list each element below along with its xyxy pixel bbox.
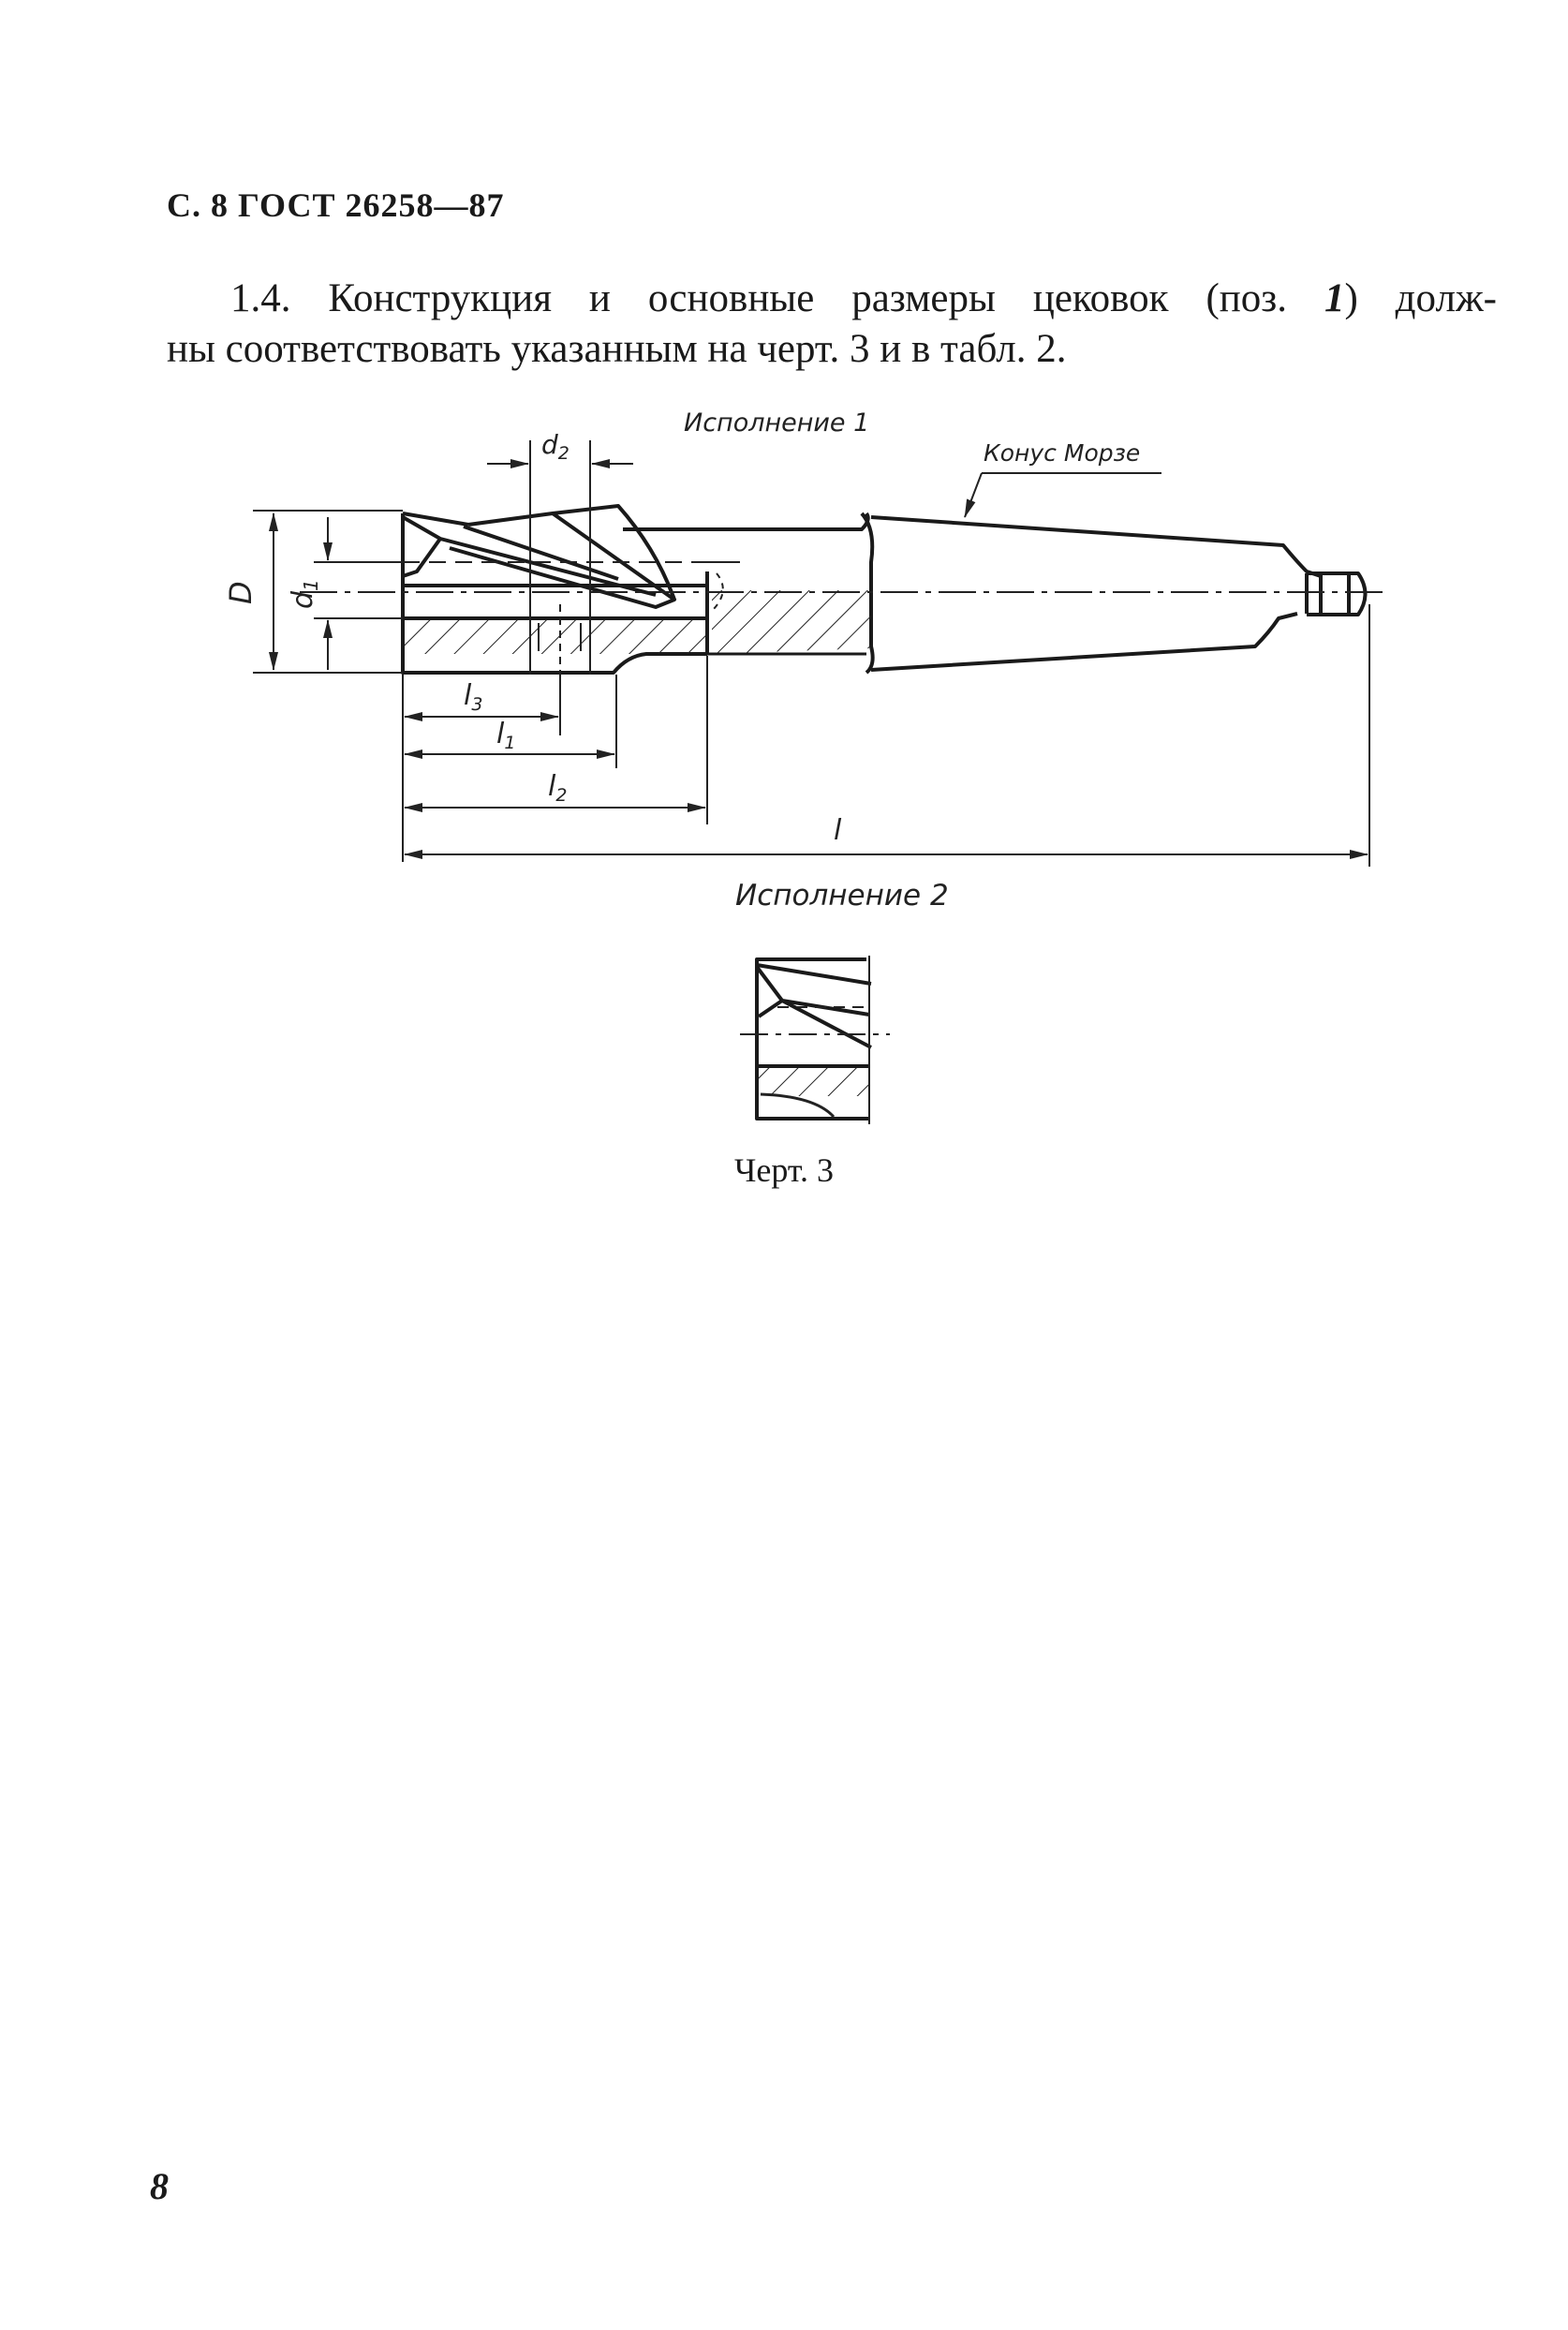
position-reference: 1 (1324, 276, 1345, 320)
dim-D-label: D (223, 581, 259, 604)
variant-2-hatch (759, 1068, 869, 1096)
dim-l2 (404, 656, 708, 824)
variant-1-title: Исполнение 1 (684, 408, 869, 438)
page-number: 8 (150, 2165, 169, 2207)
page-header: С. 8 ГОСТ 26258—87 (167, 186, 505, 224)
dim-d1 (314, 517, 403, 670)
dim-l2-label: l2 (548, 770, 567, 806)
tool-outline (401, 504, 1368, 675)
dim-l3-label: l3 (464, 679, 482, 715)
dim-d1-label: d1 (287, 579, 322, 609)
dim-d2-label: d2 (541, 429, 570, 464)
dim-D (253, 510, 403, 674)
axis-lines (300, 561, 1386, 610)
paragraph-line-1: 1.4. Конструкция и основные размеры цеко… (230, 276, 1497, 320)
variant-2-title: Исполнение 2 (735, 879, 949, 913)
morse-leader (964, 472, 1161, 518)
dim-l-label: l (834, 814, 842, 847)
paragraph-line-2: ны соответствовать указанным на черт. 3 … (167, 327, 1067, 371)
dim-l (404, 604, 1370, 867)
dim-l1 (404, 675, 617, 768)
hatched-section (405, 590, 871, 656)
dim-d2 (487, 440, 633, 675)
hidden-lines (538, 604, 582, 679)
dim-l1-label: l1 (496, 718, 515, 753)
dim-l3 (402, 675, 561, 862)
technical-drawing: Исполнение 1 Исполнение 2 Конус Морзе (223, 408, 1386, 1124)
variant-2-lines (740, 956, 890, 1124)
figure-caption: Черт. 3 (734, 1151, 834, 1189)
morse-taper-label: Конус Морзе (984, 439, 1140, 467)
variant-2-detail (755, 957, 872, 1120)
section-paragraph: 1.4. Конструкция и основные размеры цеко… (167, 274, 1497, 375)
